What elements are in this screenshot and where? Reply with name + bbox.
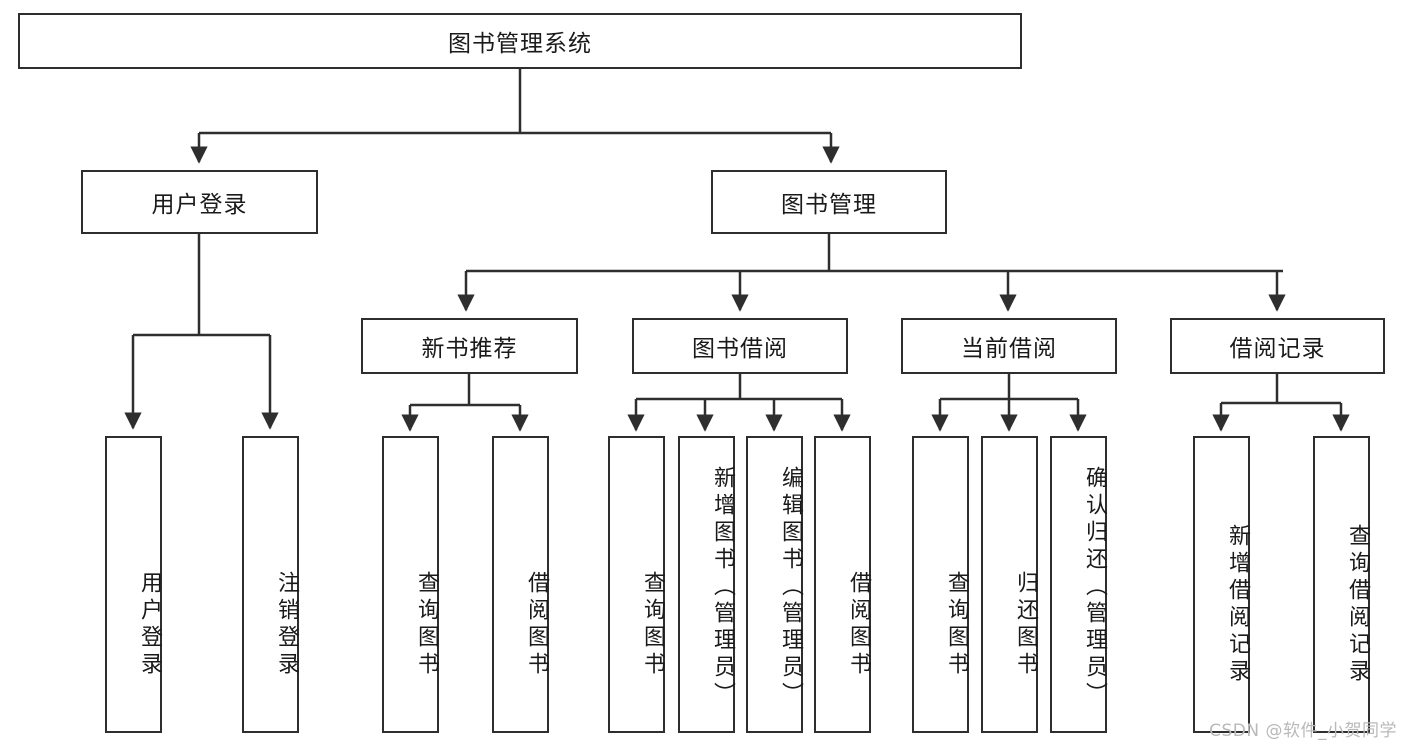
node-new-book-rec[interactable]: 新书推荐 — [361, 318, 578, 374]
node-book-borrow[interactable]: 图书借阅 — [632, 318, 848, 374]
node-leaf-confirm-return[interactable]: 确认归还（管理员） — [1050, 436, 1107, 733]
node-leaf-query-book-3-label: 查询图书 — [944, 570, 969, 679]
node-leaf-logout[interactable]: 注销登录 — [242, 436, 299, 733]
node-borrow-record[interactable]: 借阅记录 — [1170, 318, 1385, 374]
node-leaf-add-record[interactable]: 新增借阅记录 — [1193, 436, 1250, 733]
node-leaf-add-book-label: 新增图书（管理员） — [710, 466, 735, 709]
node-leaf-borrow-book-1-label: 借阅图书 — [524, 570, 549, 679]
node-leaf-query-book-3[interactable]: 查询图书 — [912, 436, 969, 733]
node-leaf-query-record[interactable]: 查询借阅记录 — [1313, 436, 1370, 733]
node-leaf-add-record-label: 新增借阅记录 — [1225, 523, 1250, 686]
node-leaf-confirm-return-label: 确认归还（管理员） — [1082, 466, 1107, 709]
node-borrow-record-label: 借阅记录 — [1229, 336, 1326, 362]
node-book-borrow-label: 图书借阅 — [692, 336, 788, 362]
node-leaf-query-book-2-label: 查询图书 — [640, 570, 665, 679]
node-leaf-return-book[interactable]: 归还图书 — [981, 436, 1038, 733]
node-leaf-edit-book-label: 编辑图书（管理员） — [778, 466, 803, 709]
node-new-book-rec-label: 新书推荐 — [421, 336, 518, 362]
node-leaf-borrow-book-2[interactable]: 借阅图书 — [814, 436, 871, 733]
node-leaf-borrow-book-2-label: 借阅图书 — [846, 570, 871, 679]
node-root-label: 图书管理系统 — [448, 31, 592, 57]
node-user-login-label: 用户登录 — [151, 192, 248, 218]
node-leaf-query-book-1-label: 查询图书 — [414, 570, 439, 679]
node-leaf-add-book[interactable]: 新增图书（管理员） — [678, 436, 735, 733]
node-leaf-return-book-label: 归还图书 — [1013, 570, 1038, 679]
node-book-manage[interactable]: 图书管理 — [711, 170, 947, 234]
node-leaf-query-record-label: 查询借阅记录 — [1345, 523, 1370, 686]
watermark: CSDN @软件_小贺同学 — [1209, 721, 1397, 741]
node-leaf-user-login[interactable]: 用户登录 — [105, 436, 162, 733]
node-leaf-query-book-2[interactable]: 查询图书 — [608, 436, 665, 733]
node-leaf-borrow-book-1[interactable]: 借阅图书 — [492, 436, 549, 733]
node-book-manage-label: 图书管理 — [781, 192, 877, 218]
node-leaf-edit-book[interactable]: 编辑图书（管理员） — [746, 436, 803, 733]
node-leaf-user-login-label: 用户登录 — [137, 570, 162, 679]
node-current-borrow[interactable]: 当前借阅 — [901, 318, 1117, 374]
node-current-borrow-label: 当前借阅 — [961, 336, 1057, 362]
node-user-login[interactable]: 用户登录 — [81, 170, 318, 234]
node-leaf-logout-label: 注销登录 — [274, 570, 299, 679]
node-root[interactable]: 图书管理系统 — [18, 13, 1022, 69]
node-leaf-query-book-1[interactable]: 查询图书 — [382, 436, 439, 733]
